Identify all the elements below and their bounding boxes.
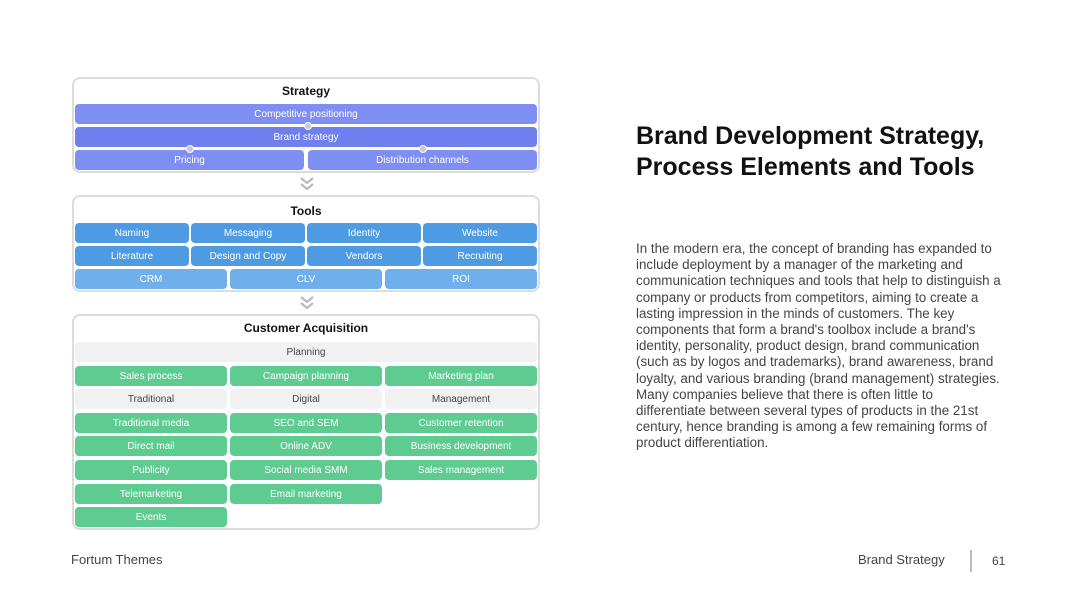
traditional-box: Traditional: [75, 389, 227, 409]
strategy-title: Strategy: [281, 84, 331, 98]
campaign-planning-box: Campaign planning: [230, 366, 382, 386]
marketing-plan-box: Marketing plan: [385, 366, 537, 386]
competitive-positioning-box: Competitive positioning: [75, 104, 537, 124]
events-box: Events: [75, 507, 227, 527]
brand-strategy-box: Brand strategy: [75, 127, 537, 147]
acquisition-title: Customer Acquisition: [243, 321, 369, 335]
tools-panel: Tools Naming Messaging Identity Website …: [72, 195, 540, 292]
tool-recruiting: Recruiting: [423, 246, 537, 266]
digital-box: Digital: [230, 389, 382, 409]
management-box: Management: [385, 389, 537, 409]
online-adv-box: Online ADV: [230, 436, 382, 456]
tools-title: Tools: [290, 204, 322, 218]
footer-section: Brand Strategy: [858, 552, 945, 567]
sales-process-box: Sales process: [75, 366, 227, 386]
business-development-box: Business development: [385, 436, 537, 456]
publicity-box: Publicity: [75, 460, 227, 480]
social-media-box: Social media SMM: [230, 460, 382, 480]
chevron-down-icon: [300, 296, 314, 310]
slide-body: In the modern era, the concept of brandi…: [636, 241, 1001, 451]
telemarketing-box: Telemarketing: [75, 484, 227, 504]
customer-retention-box: Customer retention: [385, 413, 537, 433]
tool-design-copy: Design and Copy: [191, 246, 305, 266]
direct-mail-box: Direct mail: [75, 436, 227, 456]
chevron-down-icon: [300, 177, 314, 191]
strategy-panel: Strategy Competitive positioning Brand s…: [72, 77, 540, 173]
seo-sem-box: SEO and SEM: [230, 413, 382, 433]
planning-box: Planning: [75, 342, 537, 362]
tool-naming: Naming: [75, 223, 189, 243]
pricing-box: Pricing: [75, 150, 304, 170]
connector-dot: [304, 122, 312, 130]
tool-messaging: Messaging: [191, 223, 305, 243]
connector-dot: [186, 145, 194, 153]
footer-divider: [970, 550, 972, 572]
footer-brand: Fortum Themes: [71, 552, 163, 567]
tool-website: Website: [423, 223, 537, 243]
traditional-media-box: Traditional media: [75, 413, 227, 433]
tool-roi: ROI: [385, 269, 537, 289]
tool-crm: CRM: [75, 269, 227, 289]
email-marketing-box: Email marketing: [230, 484, 382, 504]
customer-acquisition-panel: Customer Acquisition Planning Sales proc…: [72, 314, 540, 530]
tool-clv: CLV: [230, 269, 382, 289]
sales-management-box: Sales management: [385, 460, 537, 480]
tool-vendors: Vendors: [307, 246, 421, 266]
page-number: 61: [992, 554, 1006, 568]
tool-literature: Literature: [75, 246, 189, 266]
tool-identity: Identity: [307, 223, 421, 243]
connector-dot: [419, 145, 427, 153]
slide-title: Brand Development Strategy, Process Elem…: [636, 122, 985, 181]
distribution-channels-box: Distribution channels: [308, 150, 537, 170]
